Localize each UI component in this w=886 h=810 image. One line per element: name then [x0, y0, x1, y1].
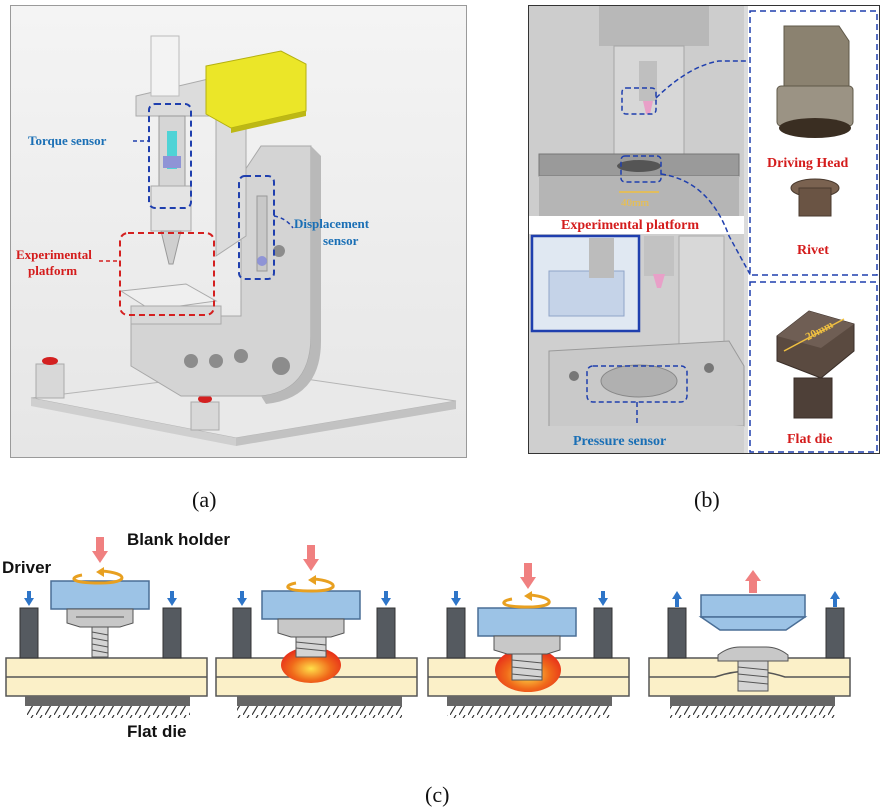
flat-die-label: Flat die: [787, 432, 833, 447]
stage-1: [5, 537, 208, 718]
pressure-sensor-label: Pressure sensor: [573, 434, 667, 449]
caption-b: (b): [694, 487, 720, 512]
rivet-label: Rivet: [797, 243, 829, 258]
dimension-40mm-label: 40mm: [621, 197, 650, 209]
blank-holder-label: Blank holder: [127, 530, 230, 549]
panel-b-photo-details: Experimental platform 40mm Pressure sens…: [528, 5, 880, 454]
stage-4: [648, 570, 851, 718]
torque-sensor-label: Torque sensor: [28, 133, 107, 148]
experimental-platform-photo-label: Experimental platform: [561, 218, 700, 233]
displacement-sensor-label-line2: sensor: [323, 233, 359, 248]
panel-c-process-schematic: Driver Blank holder Flat die: [0, 525, 886, 755]
photo-details-graphic: [529, 6, 879, 453]
displacement-sensor-label-line1: Displacement: [294, 216, 370, 231]
flat-die-label: Flat die: [127, 722, 187, 741]
process-schematic-graphic: [5, 537, 851, 718]
caption-a: (a): [192, 487, 217, 512]
experimental-platform-label-line2: platform: [28, 263, 78, 278]
caption-c: (c): [425, 782, 450, 807]
panel-a-machine-rendering: Torque sensor Displacement sensor Experi…: [10, 5, 467, 458]
driving-head-label: Driving Head: [767, 156, 849, 171]
machine-rendering-graphic: [30, 35, 457, 446]
stage-2: [215, 545, 418, 718]
experimental-platform-label-line1: Experimental: [16, 247, 92, 262]
driver-label: Driver: [2, 558, 52, 577]
stage-3: [427, 563, 630, 718]
